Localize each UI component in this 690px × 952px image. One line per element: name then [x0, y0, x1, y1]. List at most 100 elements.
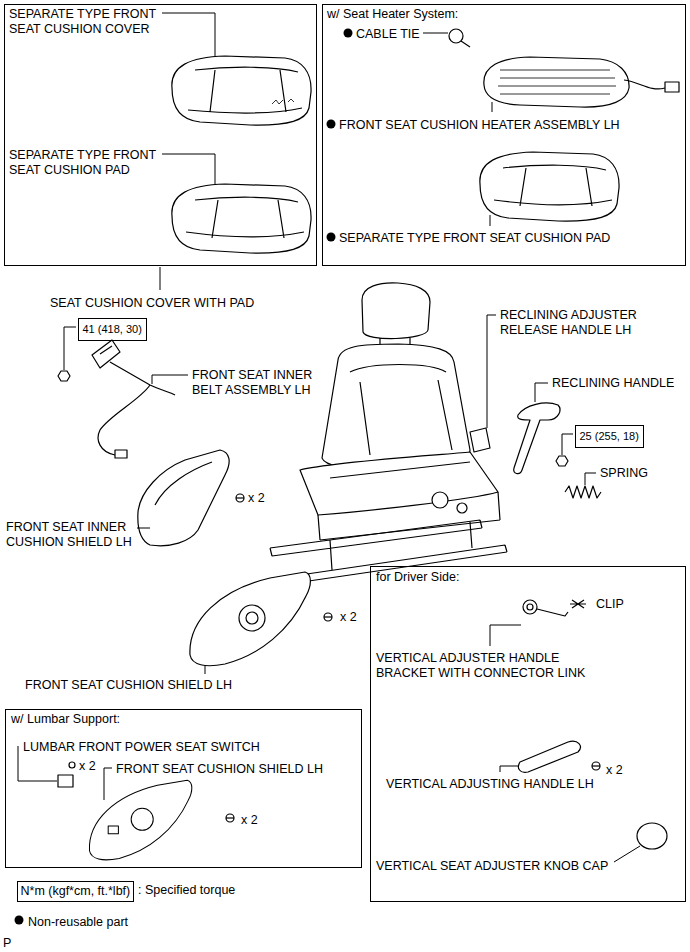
- cable-tie-tail: [461, 41, 470, 47]
- legend-note: : Specified torque: [138, 883, 235, 898]
- quantity-note: x 2: [241, 813, 258, 828]
- part-name: CABLE TIE: [356, 27, 420, 42]
- part-name: SEPARATE TYPE FRONT SEAT CUSHION COVER: [9, 7, 184, 37]
- screw-slot: [324, 616, 332, 617]
- cover-mark: [272, 99, 294, 104]
- cushion-shield: [89, 780, 191, 860]
- heater-element: [498, 70, 616, 94]
- leader-line: [205, 666, 206, 674]
- leader-line: [423, 33, 448, 34]
- recliner-mechanism: [432, 492, 448, 508]
- lumbar-switch: [58, 775, 73, 787]
- belt-strap: [110, 362, 175, 395]
- leader-line: [500, 766, 519, 772]
- group-panel: w/ Lumbar Support: LUMBAR FRONT POWER SEA…: [5, 709, 362, 868]
- leader-line: [64, 327, 76, 370]
- legend-row: Non-reusable part: [12, 912, 112, 928]
- nut: [58, 371, 70, 381]
- leader-line: [490, 625, 521, 646]
- torque-box: 41 (418, 30): [78, 318, 147, 341]
- leader-line: [137, 528, 150, 529]
- pad-body: [480, 152, 619, 221]
- pad-groove: [494, 165, 612, 206]
- part-name: LUMBAR FRONT POWER SEAT SWITCH: [23, 740, 260, 755]
- panel-heading: for Driver Side:: [376, 570, 459, 585]
- part-name: VERTICAL SEAT ADJUSTER KNOB CAP: [376, 859, 608, 874]
- panel-heading: w/ Lumbar Support:: [11, 712, 120, 727]
- lumbar-hole: [108, 826, 118, 834]
- seat-frame: [300, 452, 498, 515]
- box-text: N*m (kgf*cm, ft.*lbf): [21, 884, 131, 899]
- belt-cable: [98, 385, 150, 455]
- screw: [69, 762, 75, 768]
- group-panel: for Driver Side: CLIP VERTICAL ADJUSTER HA…: [370, 566, 686, 902]
- headrest: [362, 283, 430, 339]
- screw: [236, 494, 244, 502]
- figure-code: P: [3, 936, 11, 951]
- panel-heading: w/ Seat Heater System:: [327, 7, 458, 22]
- shield-edge: [155, 462, 212, 505]
- non-reusable-dot: [344, 29, 353, 38]
- seat-cushion-pad: [480, 152, 619, 221]
- box-text: 41 (418, 30): [83, 322, 142, 337]
- screw-slot: [226, 817, 234, 818]
- shield-knob: [131, 808, 153, 830]
- part-name: SEPARATE TYPE FRONT SEAT CUSHION PAD: [9, 148, 184, 178]
- leader-line: [162, 13, 215, 57]
- group-panel: w/ Seat Heater System: CABLE TIE FRONT SEA…: [322, 4, 686, 266]
- assembly-name: SEAT CUSHION COVER WITH PAD: [50, 296, 254, 311]
- part-name: CLIP: [596, 597, 624, 612]
- part-name: RECLINING HANDLE: [552, 376, 674, 391]
- seat-cushion-pad: [172, 184, 311, 253]
- part-name: VERTICAL ADJUSTER HANDLE BRACKET WITH CO…: [376, 651, 591, 681]
- screw-slot: [592, 765, 600, 766]
- knob-cap: [637, 823, 667, 849]
- part-name: FRONT SEAT CUSHION HEATER ASSEMBLY LH: [339, 118, 620, 133]
- seat-heater: [484, 57, 629, 107]
- frame-line: [318, 462, 500, 540]
- reclining-handle: [514, 403, 560, 474]
- non-reusable-dot: [15, 916, 24, 925]
- quantity-note: x 2: [248, 491, 265, 506]
- part-name: FRONT SEAT INNER CUSHION SHIELD LH: [6, 520, 141, 550]
- pad-groove: [186, 197, 304, 238]
- inner-cushion-shield: [138, 450, 229, 546]
- part-name: SEPARATE TYPE FRONT SEAT CUSHION PAD: [339, 231, 610, 246]
- non-reusable-dot: [327, 120, 336, 129]
- leader-line: [614, 846, 640, 862]
- vertical-handle: [518, 741, 580, 772]
- seatback: [322, 344, 470, 470]
- buckle-slot: [100, 346, 112, 354]
- quantity-note: x 2: [606, 763, 623, 778]
- leader-line: [162, 154, 215, 184]
- leader-line: [492, 102, 493, 112]
- leader-line: [535, 383, 548, 402]
- leader-line: [487, 315, 496, 428]
- seatback-seam: [350, 365, 452, 456]
- part-name: RECLINING ADJUSTER RELEASE HANDLE LH: [500, 308, 645, 338]
- leader-line: [152, 375, 188, 384]
- cover-seam: [188, 67, 302, 113]
- quantity-note: x 2: [340, 610, 357, 625]
- spring: [565, 486, 601, 498]
- part-name: FRONT SEAT CUSHION SHIELD LH: [25, 678, 232, 693]
- cable-tie: [449, 29, 463, 43]
- handle-bracket: [523, 600, 537, 614]
- leader-line: [585, 473, 596, 485]
- belt-connector: [115, 450, 127, 458]
- leader-line: [104, 768, 112, 800]
- leader-lines: [18, 13, 640, 862]
- legend-sample: [12, 913, 24, 927]
- non-reusable-dot: [327, 233, 336, 242]
- leader-line: [490, 215, 491, 226]
- release-handle: [470, 428, 490, 452]
- belt-buckle: [92, 340, 120, 368]
- cushion-shield: [190, 572, 310, 666]
- pad-body: [172, 184, 311, 253]
- box-text: 25 (255, 18): [580, 429, 639, 444]
- quantity-note: x 2: [79, 759, 96, 774]
- shield-knob: [246, 612, 258, 624]
- heater-connector: [665, 82, 679, 92]
